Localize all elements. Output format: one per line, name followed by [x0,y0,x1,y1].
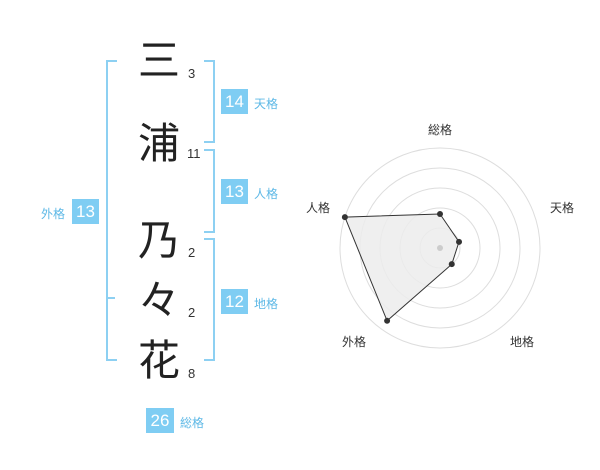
name-char-2: 浦 [138,119,181,168]
tenkaku-bracket [204,60,215,143]
radar-points [341,211,463,324]
stroke-count-3: 2 [188,245,196,260]
tenkaku-label: 天格 [254,97,279,111]
radar-center-dot [437,245,443,251]
chikaku-label: 地格 [254,297,279,311]
jinkaku-label: 人格 [254,187,279,201]
radar-ring-5 [339,147,541,349]
name-char-3: 乃 [138,216,181,265]
gaikaku-bracket-tick [106,297,115,299]
radar-label-gaikaku: 外格 [342,334,366,349]
jinkaku-bracket [204,149,215,233]
name-char-5: 花 [138,336,181,385]
name-char-4: 々 [138,276,181,325]
radar-label-jinkaku: 人格 [306,200,330,215]
radar-label-chikaku: 地格 [510,334,534,349]
radar-point-chikaku [448,261,455,268]
radar-point-jinkaku [341,214,348,221]
tenkaku-badge: 14 [221,89,248,114]
stroke-count-4: 2 [188,305,196,320]
radar-point-soukaku [437,211,443,217]
stroke-count-5: 8 [188,366,196,381]
name-char-1: 三 [138,36,181,85]
soukaku-label: 総格 [180,416,205,430]
stroke-count-1: 3 [188,66,196,81]
radar-point-gaikaku [384,317,391,324]
chikaku-badge: 12 [221,289,248,314]
radar-label-soukaku: 総格 [428,122,452,137]
radar-chart: 総格 天格 地格 外格 人格 [306,122,574,349]
jinkaku-badge: 13 [221,179,248,204]
gaikaku-label: 外格 [41,207,66,221]
soukaku-badge: 26 [146,408,174,433]
radar-point-tenkaku [456,238,463,245]
radar-area [344,213,460,322]
stroke-count-2: 11 [187,146,201,161]
radar-label-tenkaku: 天格 [550,200,574,215]
gaikaku-badge: 13 [72,199,99,224]
gaikaku-bracket [106,60,117,361]
chikaku-bracket [204,238,215,361]
